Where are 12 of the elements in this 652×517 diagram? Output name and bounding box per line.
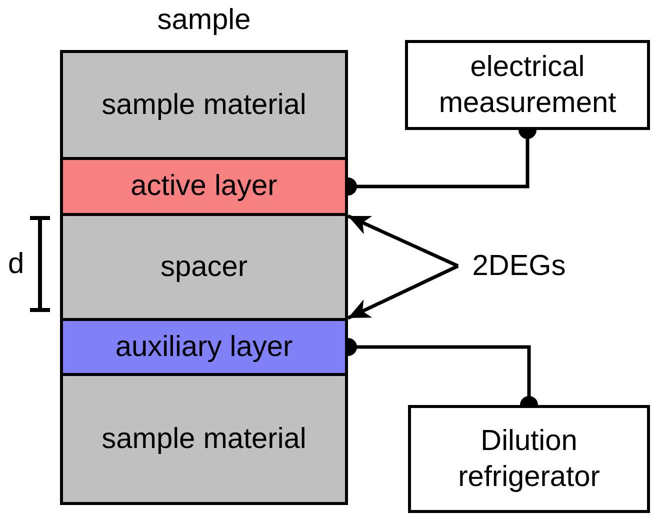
instrument-box: Dilution refrigerator xyxy=(408,405,650,513)
dimension-label: d xyxy=(8,248,24,281)
arrow xyxy=(347,214,459,268)
layer-band: auxiliary layer xyxy=(60,318,348,376)
layer-band: sample material xyxy=(60,373,348,505)
instrument-box: electrical measurement xyxy=(405,40,650,130)
callout-text: 2DEGs xyxy=(458,245,580,287)
arrow xyxy=(347,264,459,320)
layer-band: sample material xyxy=(60,50,348,160)
layer-band: active layer xyxy=(60,157,348,216)
layer-band: spacer xyxy=(60,213,348,321)
stack-heading: sample xyxy=(156,3,252,38)
